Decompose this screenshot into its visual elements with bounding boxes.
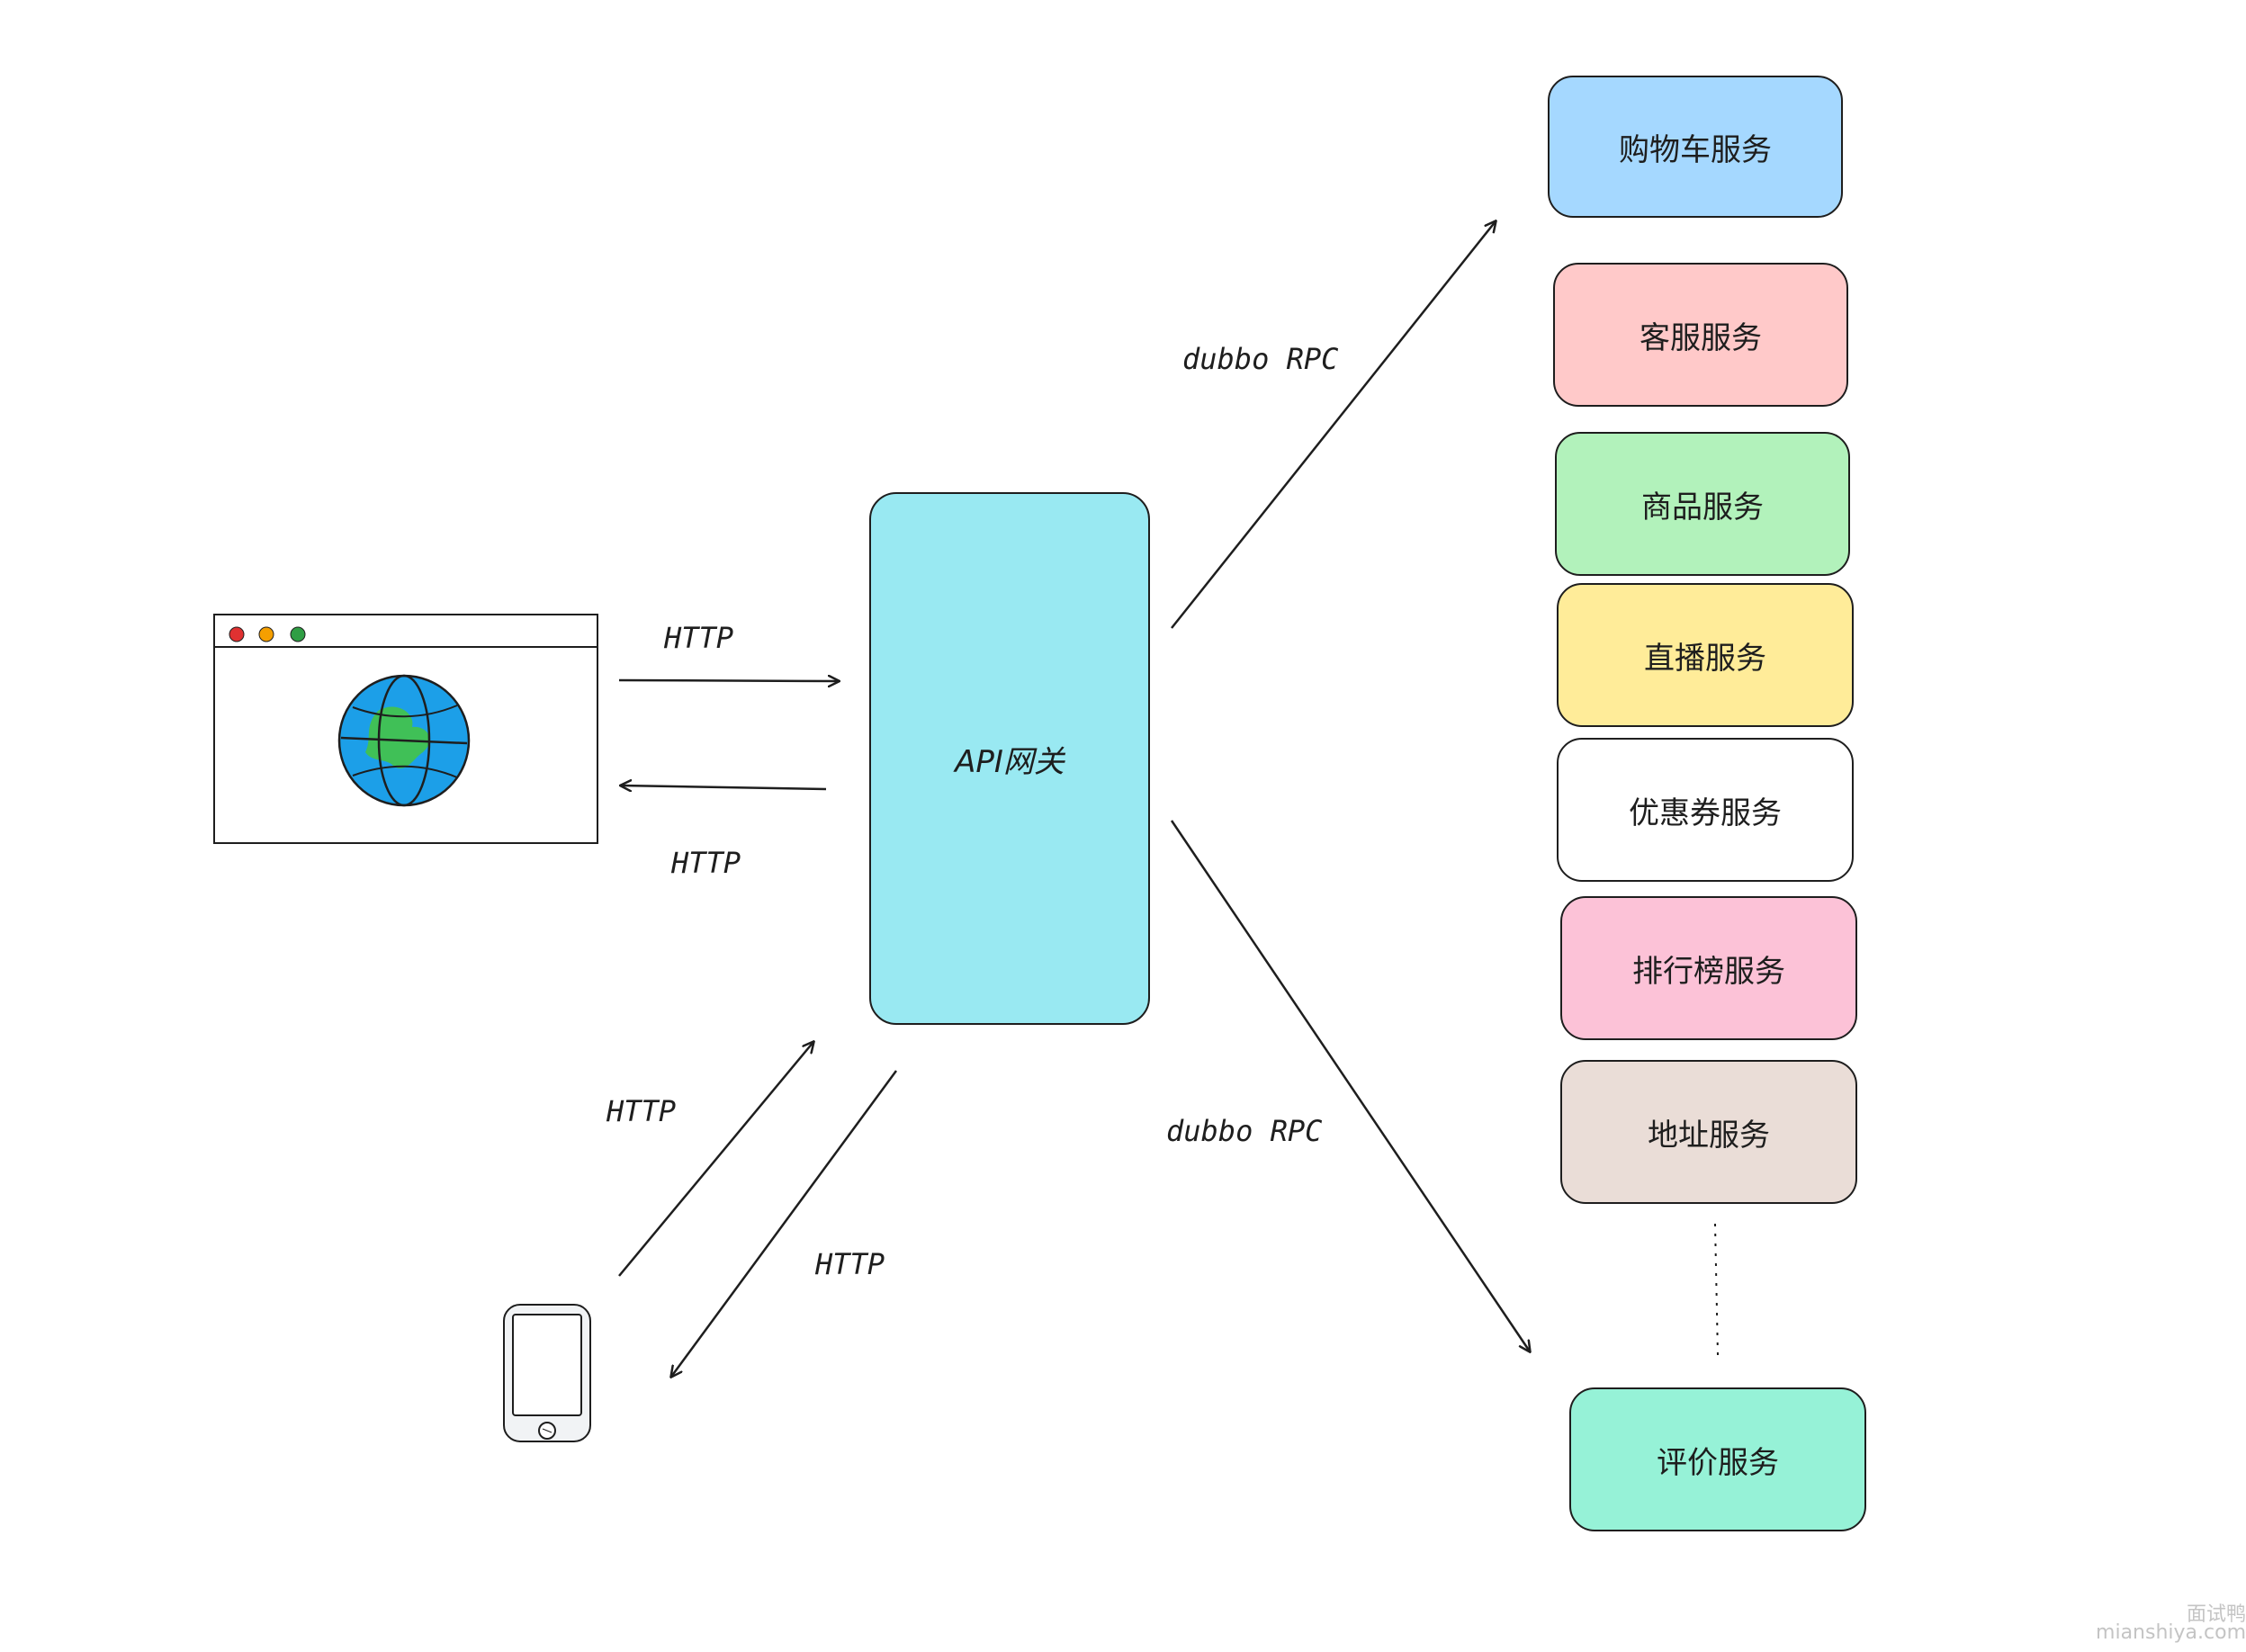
arrow-rpc-upper bbox=[1171, 221, 1496, 629]
watermark-title: 面试鸭 bbox=[2186, 1603, 2246, 1626]
label-rpc-lower: dubbo RPC bbox=[1166, 1114, 1323, 1148]
browser-window-icon bbox=[213, 614, 598, 844]
service-customer-support[interactable]: 客服服务 bbox=[1553, 263, 1848, 407]
arrow-gateway-to-phone bbox=[671, 1070, 898, 1377]
window-maximize-dot bbox=[290, 626, 306, 642]
arrow-rpc-lower bbox=[1170, 820, 1530, 1351]
label-gateway-to-browser: HTTP bbox=[671, 846, 741, 880]
smartphone-icon bbox=[503, 1304, 591, 1442]
label-gateway-to-phone: HTTP bbox=[815, 1247, 885, 1281]
service-product-label: 商品服务 bbox=[1641, 489, 1764, 525]
service-livestream-label: 直播服务 bbox=[1644, 640, 1766, 677]
service-product[interactable]: 商品服务 bbox=[1555, 432, 1850, 576]
arrow-phone-to-gateway bbox=[618, 1042, 813, 1277]
service-address[interactable]: 地址服务 bbox=[1560, 1060, 1857, 1204]
service-coupon-label: 优惠券服务 bbox=[1629, 795, 1782, 831]
service-review[interactable]: 评价服务 bbox=[1569, 1387, 1866, 1531]
service-review-label: 评价服务 bbox=[1657, 1444, 1779, 1481]
service-livestream[interactable]: 直播服务 bbox=[1557, 583, 1854, 727]
more-services-dotted-line bbox=[1714, 1223, 1719, 1356]
window-minimize-dot bbox=[258, 626, 274, 642]
service-leaderboard[interactable]: 排行榜服务 bbox=[1560, 896, 1857, 1040]
window-close-dot bbox=[229, 626, 245, 642]
service-coupon[interactable]: 优惠券服务 bbox=[1557, 738, 1854, 882]
watermark-url: mianshiya.com bbox=[2096, 1621, 2246, 1644]
service-customer-support-label: 客服服务 bbox=[1640, 319, 1762, 356]
service-address-label: 地址服务 bbox=[1648, 1117, 1770, 1154]
api-gateway-node[interactable]: API网关 bbox=[869, 492, 1150, 1025]
service-leaderboard-label: 排行榜服务 bbox=[1632, 953, 1785, 990]
label-rpc-upper: dubbo RPC bbox=[1182, 342, 1339, 376]
service-cart[interactable]: 购物车服务 bbox=[1548, 76, 1843, 218]
arrow-browser-to-gateway bbox=[618, 680, 839, 681]
globe-icon bbox=[337, 674, 471, 807]
arrow-gateway-to-browser bbox=[621, 786, 827, 789]
label-phone-to-gateway: HTTP bbox=[606, 1094, 677, 1128]
api-gateway-label: API网关 bbox=[955, 743, 1065, 780]
service-cart-label: 购物车服务 bbox=[1619, 131, 1772, 168]
label-browser-to-gateway: HTTP bbox=[664, 621, 734, 655]
